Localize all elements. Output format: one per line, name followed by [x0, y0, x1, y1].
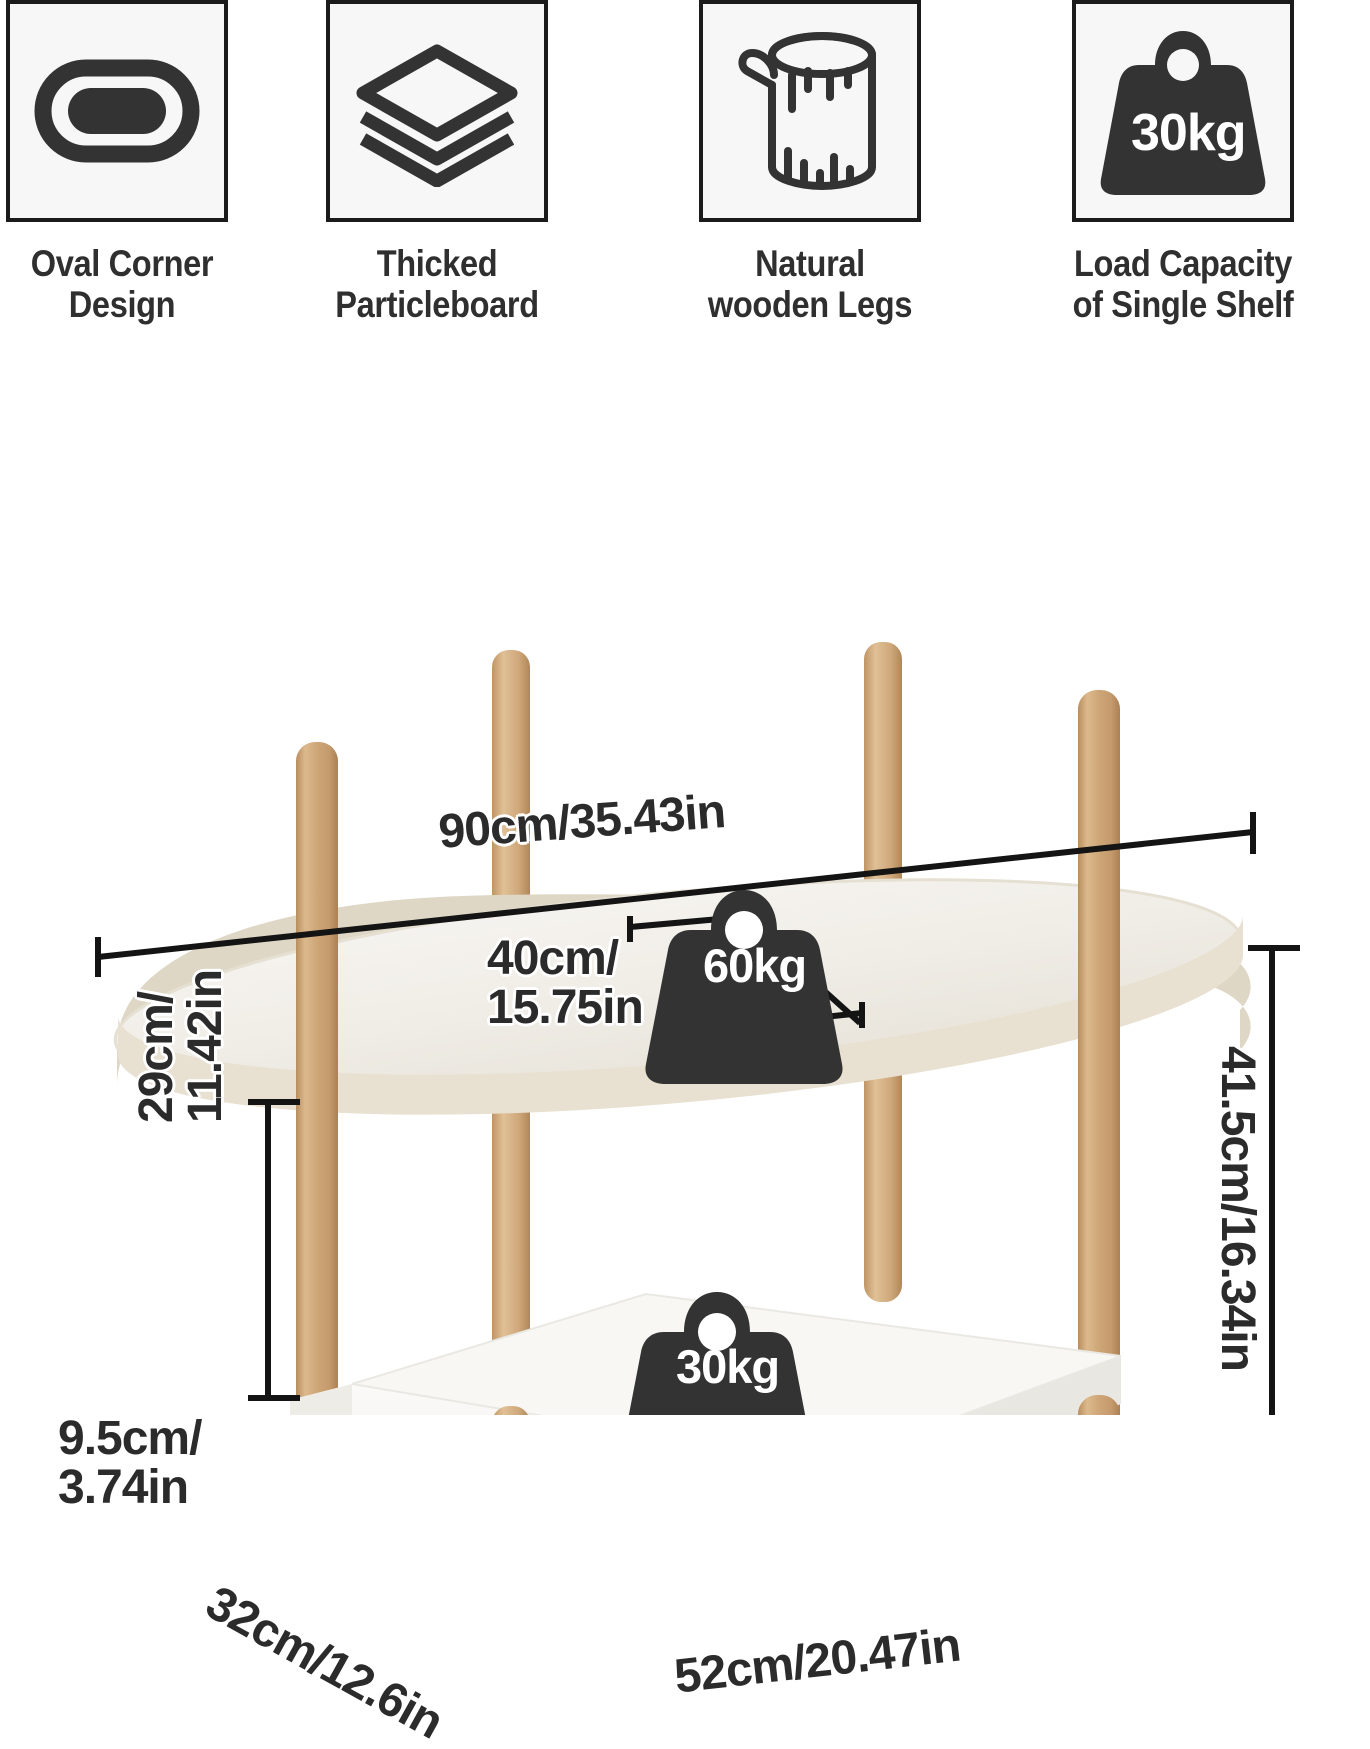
weight-30kg-icon-box: 30kg [1072, 0, 1294, 222]
feature-label-load-capacity: Load Capacity of Single Shelf [1072, 243, 1294, 325]
feature-item-load-capacity: 30kg Load Capacity of Single Shelf [996, 0, 1370, 350]
oval-corner-icon [27, 46, 207, 176]
oval-corner-icon-box [6, 0, 228, 222]
load-badge-shelf [628, 1292, 806, 1415]
wood-log-icon [730, 23, 890, 199]
feature-label-particleboard: Thicked Particleboard [335, 243, 539, 325]
dim-label-top-width: 40cm/ 15.75in [487, 932, 644, 1035]
diagram-drawing [95, 642, 1300, 1415]
weight-30kg-icon: 30kg [1095, 21, 1271, 201]
table-front-legs [296, 690, 1120, 1415]
feature-item-wooden-legs: Natural wooden Legs [624, 0, 996, 350]
dim-label-shelf-width: 52cm/20.47in [671, 1618, 963, 1704]
wood-log-icon-box [699, 0, 921, 222]
feature-label-wooden-legs: Natural wooden Legs [707, 243, 913, 325]
feature-item-particleboard: Thicked Particleboard [250, 0, 624, 350]
feature-strip: Oval Corner Design Thicked Particleboard [0, 0, 1370, 350]
dim-label-clearance: 29cm/ 11.42in [130, 969, 233, 1123]
weight-badge-value: 30kg [1131, 104, 1247, 162]
dim-label-total-height: 41.5cm/16.34in [1211, 1046, 1264, 1371]
layers-board-icon-box [326, 0, 548, 222]
dim-label-shelf-depth: 32cm/12.6in [197, 1576, 452, 1749]
load-badge-shelf-value: 30kg [676, 1340, 780, 1393]
load-badge-tabletop [645, 890, 843, 1084]
load-badge-tabletop-value: 60kg [703, 939, 807, 992]
product-dimension-diagram: 90cm/35.43in 40cm/ 15.75in 41.5cm/16.34i… [0, 360, 1370, 1749]
dim-label-shelf-height: 9.5cm/ 3.74in [58, 1412, 202, 1515]
feature-label-oval-corner: Oval Corner Design [30, 243, 214, 325]
table-legs-front-of-shelf [494, 1395, 1120, 1415]
feature-item-oval-corner: Oval Corner Design [0, 0, 250, 350]
layers-board-icon [351, 35, 523, 187]
